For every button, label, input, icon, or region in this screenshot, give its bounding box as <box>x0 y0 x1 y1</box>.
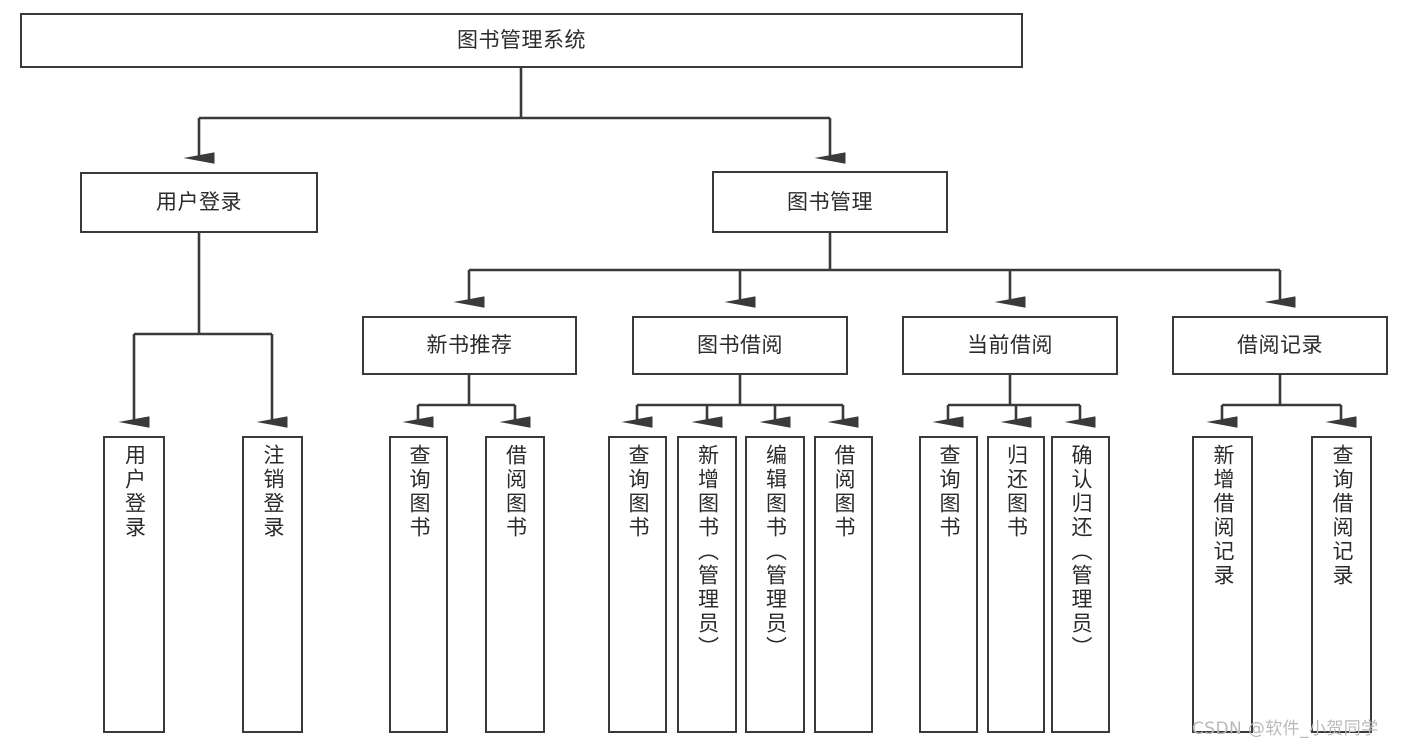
node-leaf-add-book[interactable]: 新增图书（管理员） <box>677 436 737 733</box>
node-book-borrow-label: 图书借阅 <box>697 333 783 358</box>
node-leaf-add-record-label: 新增借阅记录 <box>1211 444 1235 588</box>
node-borrow-record-label: 借阅记录 <box>1237 333 1323 358</box>
node-leaf-query-book-1-label: 查询图书 <box>407 444 431 540</box>
node-leaf-user-login-label: 用户登录 <box>122 444 147 540</box>
node-leaf-query-record-label: 查询借阅记录 <box>1330 444 1354 588</box>
node-leaf-query-book-2-label: 查询图书 <box>626 444 650 540</box>
node-leaf-return-book-label: 归还图书 <box>1004 444 1029 540</box>
node-leaf-borrow-book-1-label: 借阅图书 <box>503 444 528 540</box>
node-book-manage-label: 图书管理 <box>787 189 873 214</box>
node-user-login-label: 用户登录 <box>156 190 242 215</box>
node-leaf-confirm-return[interactable]: 确认归还（管理员） <box>1051 436 1110 733</box>
node-leaf-logout[interactable]: 注销登录 <box>242 436 303 733</box>
node-leaf-add-book-label: 新增图书（管理员） <box>695 444 720 660</box>
node-leaf-add-record[interactable]: 新增借阅记录 <box>1192 436 1253 733</box>
node-leaf-borrow-book-2-label: 借阅图书 <box>832 444 856 540</box>
node-leaf-edit-book-label: 编辑图书（管理员） <box>763 444 788 660</box>
node-leaf-confirm-return-label: 确认归还（管理员） <box>1069 444 1093 660</box>
node-borrow-record[interactable]: 借阅记录 <box>1172 316 1388 375</box>
node-leaf-query-book-2[interactable]: 查询图书 <box>608 436 667 733</box>
node-leaf-return-book[interactable]: 归还图书 <box>987 436 1045 733</box>
node-leaf-borrow-book-2[interactable]: 借阅图书 <box>814 436 873 733</box>
node-root-label: 图书管理系统 <box>457 28 586 53</box>
node-leaf-borrow-book-1[interactable]: 借阅图书 <box>485 436 545 733</box>
node-leaf-logout-label: 注销登录 <box>261 444 285 540</box>
node-leaf-query-book-1[interactable]: 查询图书 <box>389 436 448 733</box>
node-leaf-query-book-3[interactable]: 查询图书 <box>919 436 978 733</box>
node-leaf-edit-book[interactable]: 编辑图书（管理员） <box>745 436 805 733</box>
node-new-book-rec-label: 新书推荐 <box>426 333 513 358</box>
node-leaf-query-record[interactable]: 查询借阅记录 <box>1311 436 1372 733</box>
node-leaf-user-login[interactable]: 用户登录 <box>103 436 165 733</box>
node-root[interactable]: 图书管理系统 <box>20 13 1023 68</box>
node-current-borrow[interactable]: 当前借阅 <box>902 316 1118 375</box>
node-leaf-query-book-3-label: 查询图书 <box>937 444 961 540</box>
node-current-borrow-label: 当前借阅 <box>967 333 1053 358</box>
node-user-login[interactable]: 用户登录 <box>80 172 318 233</box>
csdn-watermark: CSDN @软件_小贺同学 <box>1192 719 1379 739</box>
node-book-borrow[interactable]: 图书借阅 <box>632 316 848 375</box>
node-book-manage[interactable]: 图书管理 <box>712 171 948 233</box>
node-new-book-rec[interactable]: 新书推荐 <box>362 316 577 375</box>
